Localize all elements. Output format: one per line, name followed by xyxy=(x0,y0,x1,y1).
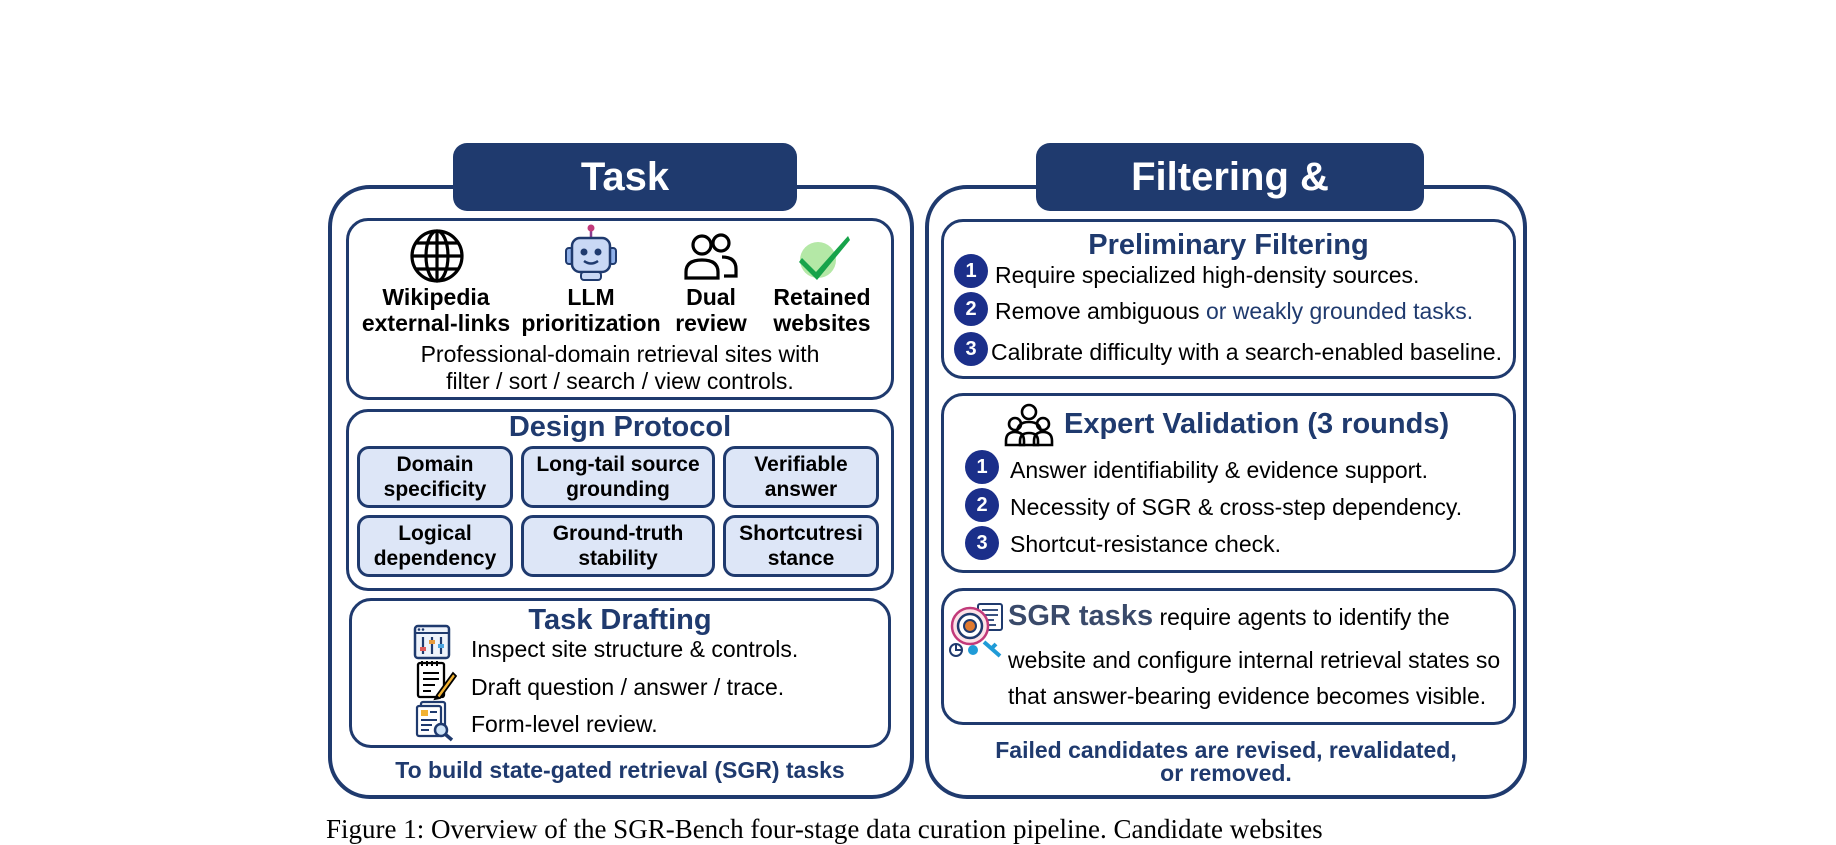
sgr-line-2: website and configure internal retrieval… xyxy=(1008,647,1501,673)
design-protocol-title: Design Protocol xyxy=(508,411,732,443)
globe-icon xyxy=(410,229,464,283)
task-construction-footer: To build state-gated retrieval (SGR) tas… xyxy=(395,757,845,783)
expert-item-3: Shortcut-resistance check. xyxy=(1010,531,1282,557)
sgr-line-1-text: require agents to identify the xyxy=(1153,604,1450,630)
sources-description: Professional-domain retrieval sites with… xyxy=(420,341,820,394)
prelim-number-3: 3 xyxy=(954,332,988,366)
drafting-step-review: Form-level review. xyxy=(471,711,658,737)
prelim-number-2: 2 xyxy=(954,292,988,326)
prelim-number-1: 1 xyxy=(954,254,988,288)
sgr-tasks-lead: SGR tasks xyxy=(1008,600,1154,632)
filtering-validation-footer: Failed candidates are revised, revalidat… xyxy=(995,737,1457,786)
preliminary-filtering-box xyxy=(941,219,1516,379)
robot-icon xyxy=(565,224,617,281)
preliminary-filtering-title: Preliminary Filtering xyxy=(1088,229,1369,261)
sgr-tasks-box xyxy=(941,588,1516,725)
expert-validation-title: Expert Validation (3 rounds) xyxy=(1064,408,1450,440)
drafting-step-inspect: Inspect site structure & controls. xyxy=(471,636,799,662)
figure-caption: Figure 1: Overview of the SGR-Bench four… xyxy=(326,814,1323,844)
prelim-item-1: Require specialized high-density sources… xyxy=(995,262,1420,288)
expert-number-1: 1 xyxy=(965,450,999,484)
controls-panel-icon xyxy=(413,624,451,660)
prelim-item-2-highlight: or weakly grounded tasks. xyxy=(1205,298,1474,324)
notepad-pencil-icon xyxy=(416,661,457,701)
checkmark-icon xyxy=(799,236,850,280)
experts-group-icon xyxy=(1004,403,1054,447)
sgr-line-3: that answer-bearing evidence becomes vis… xyxy=(1008,683,1487,709)
prelim-item-3: Calibrate difficulty with a search-enabl… xyxy=(991,339,1502,365)
target-analytics-icon xyxy=(949,603,1003,658)
prelim-item-2-text: Remove ambiguous xyxy=(995,298,1206,324)
sgr-line-1: SGR tasks require agents to identify the xyxy=(1008,600,1450,633)
expert-number-3: 3 xyxy=(965,526,999,560)
expert-item-2: Necessity of SGR & cross-step dependency… xyxy=(1010,494,1463,520)
filtering-validation-title: Filtering & Validation xyxy=(1036,143,1424,267)
drafting-step-draft: Draft question / answer / trace. xyxy=(471,674,785,700)
expert-item-1: Answer identifiability & evidence suppor… xyxy=(1010,457,1429,483)
document-magnifier-icon xyxy=(415,700,454,742)
expert-number-2: 2 xyxy=(965,488,999,522)
prelim-item-2: Remove ambiguous or weakly grounded task… xyxy=(995,298,1473,325)
task-construction-title: Task Construction xyxy=(453,143,797,267)
task-drafting-title: Task Drafting xyxy=(528,604,712,636)
people-icon xyxy=(684,233,738,280)
